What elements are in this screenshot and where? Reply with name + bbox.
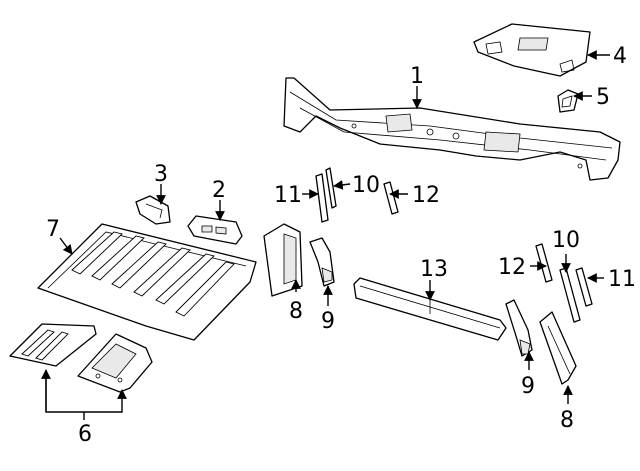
part-5-bracket [557, 89, 579, 113]
callout-5: 5 [596, 85, 610, 110]
callout-8-left: 8 [289, 299, 303, 324]
callout-1: 1 [410, 64, 424, 89]
callout-6: 6 [78, 422, 92, 447]
leader-lines [41, 50, 610, 420]
callout-11-left: 11 [274, 183, 302, 208]
part-11-left-strip [315, 173, 329, 223]
part-12-right-strip [535, 243, 553, 283]
part-3-bracket [135, 195, 171, 225]
part-8-right-pillar [539, 311, 577, 385]
part-2-reinforcement [187, 215, 243, 245]
callout-10-right: 10 [552, 228, 580, 253]
callout-7: 7 [46, 217, 60, 242]
part-9-right-bracket [505, 299, 533, 357]
part-11-right-strip [575, 267, 593, 307]
callout-12-left: 12 [412, 183, 440, 208]
part-8-left-pillar [263, 223, 303, 297]
part-6-floor-panels [9, 323, 153, 393]
part-10-right-strip [559, 267, 581, 323]
callout-3: 3 [154, 162, 168, 187]
part-7-floor-pan [37, 223, 257, 341]
part-9-left-bracket [309, 237, 335, 287]
callout-4: 4 [613, 44, 627, 69]
callout-9-left: 9 [321, 309, 335, 334]
callout-13: 13 [420, 257, 448, 282]
callout-11-right: 11 [608, 267, 636, 292]
part-12-left-strip [383, 181, 399, 215]
callout-8-right: 8 [560, 408, 574, 433]
part-1-crossmember [283, 77, 621, 181]
part-4-panel [473, 23, 591, 77]
callout-12-right: 12 [498, 255, 526, 280]
callout-2: 2 [212, 178, 226, 203]
callout-9-right: 9 [521, 374, 535, 399]
callout-10-left: 10 [352, 173, 380, 198]
part-10-left-strip [325, 167, 337, 209]
